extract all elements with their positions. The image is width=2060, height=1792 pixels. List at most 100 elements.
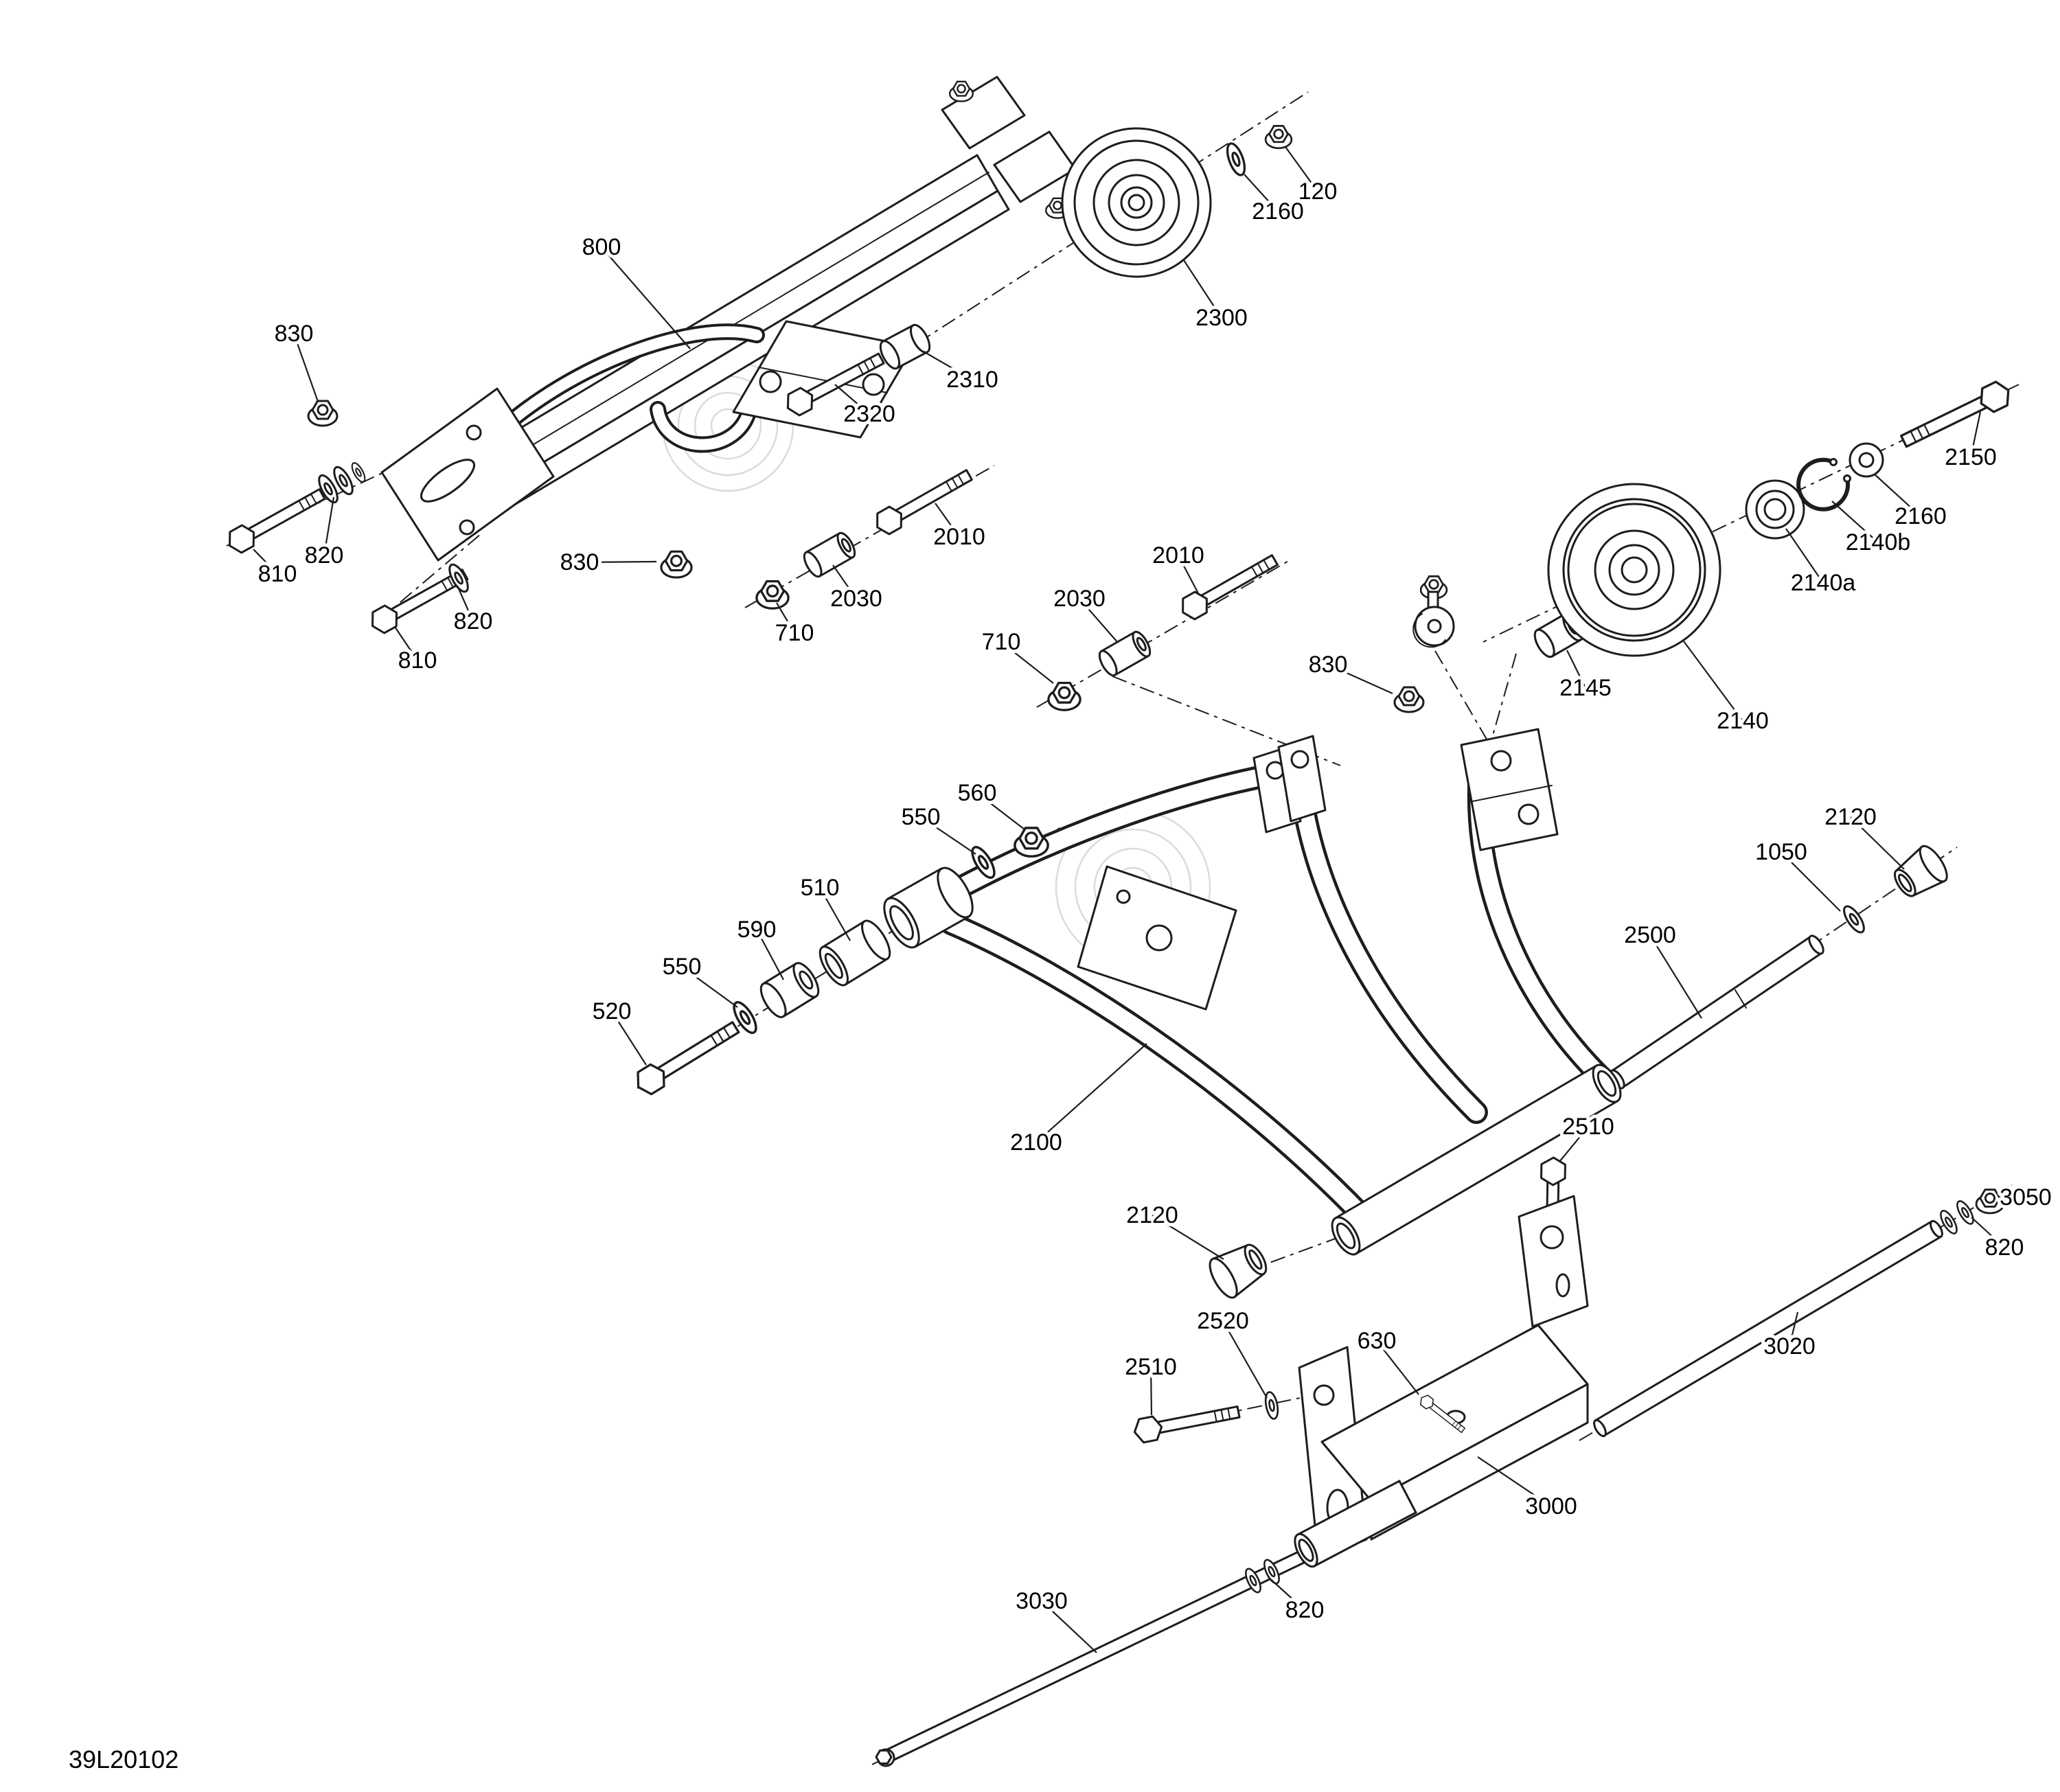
callout-leader-line (756, 929, 784, 980)
callout-leader-line (601, 246, 691, 349)
callout-label: 830 (275, 321, 314, 347)
callout-label: 2030 (1053, 586, 1106, 612)
callout-3030: 3030 (1012, 1585, 1097, 1653)
callout-label: 2510 (1125, 1354, 1177, 1380)
callout-label: 830 (560, 549, 599, 575)
spacer-2310 (879, 323, 931, 370)
callout-120: 120 (1285, 146, 1340, 208)
callout-leader-line (1873, 473, 1921, 517)
callout-710: 710 (978, 625, 1054, 684)
callout-leader-line (1788, 1311, 1799, 1347)
callout-leader-line (323, 496, 335, 556)
callout-leader-line (1781, 851, 1841, 912)
callout-label: 820 (305, 542, 344, 568)
callout-label: 510 (801, 875, 840, 901)
callout-label: 2320 (843, 401, 895, 427)
callout-leader-line (253, 549, 278, 575)
callout-3050: 3050 (1996, 1181, 2055, 1214)
callout-2010: 2010 (930, 503, 989, 553)
callout-label: 2140 (1717, 708, 1769, 734)
front-arm-hardware-row (630, 827, 1049, 1099)
callout-leader-line (1831, 501, 1879, 543)
callout-leader-line (1566, 650, 1586, 689)
callout-label: 590 (737, 917, 777, 943)
callout-2320: 2320 (834, 384, 899, 430)
spacer-2030-right (1098, 630, 1152, 677)
pivot-hardware-right (1047, 549, 1282, 711)
nut-830-a (307, 400, 339, 427)
callout-2160: 2160 (1244, 174, 1307, 228)
callout-label: 630 (1358, 1328, 1397, 1354)
shaft-2500-group (1609, 845, 1948, 1090)
shaft-2500 (1610, 935, 1823, 1089)
callout-label: 2140a (1791, 570, 1856, 596)
callout-820: 820 (1268, 1576, 1327, 1627)
callout-leader-line (1041, 1600, 1097, 1653)
callout-label: 3050 (2000, 1184, 2052, 1210)
spacer-590 (759, 962, 820, 1018)
callout-810: 810 (253, 549, 300, 590)
callout-630: 630 (1354, 1324, 1419, 1395)
callout-leader-line (1969, 411, 1982, 458)
document-code: 39L20102 (69, 1745, 179, 1773)
lower-bracket-3000 (1294, 1195, 1589, 1568)
callout-label: 550 (663, 954, 702, 980)
callout-leader-line (1477, 1456, 1552, 1507)
callout-2500: 2500 (1621, 919, 1702, 1019)
callout-2510: 2510 (1559, 1110, 1618, 1162)
callout-leader-line (920, 816, 976, 855)
callout-leader-line (935, 503, 960, 538)
callout-label: 2160 (1895, 503, 1947, 529)
callout-leader-line (1178, 555, 1200, 595)
callout-label: 2120 (1126, 1202, 1178, 1228)
callout-label: 2010 (1152, 542, 1204, 568)
callout-2010: 2010 (1149, 539, 1208, 595)
rear-arm-800 (380, 76, 1077, 562)
callout-leader-line (976, 792, 1025, 830)
callout-3000: 3000 (1477, 1456, 1581, 1523)
bolt-2510-lower (1131, 1399, 1242, 1445)
callout-label: 2160 (1252, 198, 1304, 225)
callout-leader-line (1222, 1320, 1268, 1399)
callout-leader-line (1559, 1126, 1589, 1162)
spacer-2030-left (803, 531, 856, 578)
callout-label: 2520 (1197, 1308, 1249, 1334)
callout-800: 800 (579, 231, 691, 349)
bracket-ear-plate (1518, 1195, 1589, 1328)
callout-590: 590 (734, 913, 784, 980)
callout-leader-line (1971, 1217, 2005, 1248)
callout-label: 800 (582, 234, 621, 260)
callout-label: 3020 (1763, 1333, 1816, 1359)
callout-710: 710 (772, 602, 817, 650)
callout-label: 820 (1985, 1234, 2024, 1261)
nut-830-right (1393, 686, 1425, 713)
callout-2300: 2300 (1183, 260, 1251, 334)
callout-820: 820 (301, 496, 347, 572)
nut-830-mid (660, 550, 693, 579)
callout-label: 560 (958, 780, 997, 806)
bolt-120 (1264, 125, 1293, 150)
callout-leader-line (611, 1011, 647, 1066)
callout-label: 810 (258, 561, 297, 587)
nut-560 (1014, 827, 1049, 858)
callout-2120: 2120 (1821, 801, 1905, 870)
callout-830: 830 (271, 317, 319, 402)
callout-label: 2300 (1195, 305, 1248, 331)
frame-ear-plate-front (1277, 735, 1327, 823)
callout-label: 2140b (1846, 529, 1911, 555)
callout-label: 2120 (1824, 804, 1877, 830)
callout-label: 2510 (1562, 1114, 1614, 1140)
callout-leader-line (1268, 1576, 1305, 1611)
callout-label: 2010 (933, 524, 985, 550)
callout-2140: 2140 (1683, 641, 1772, 737)
bolt-2150 (1897, 377, 2015, 455)
callout-leader-line (1149, 1366, 1153, 1416)
nut-710-right (1047, 681, 1082, 711)
callout-1050: 1050 (1752, 836, 1841, 912)
callout-2120: 2120 (1123, 1199, 1224, 1260)
pivot-hardware-left (755, 323, 976, 610)
callout-label: 120 (1298, 179, 1338, 205)
washer-1050 (1839, 902, 1869, 937)
bolt-520 (630, 1015, 744, 1099)
